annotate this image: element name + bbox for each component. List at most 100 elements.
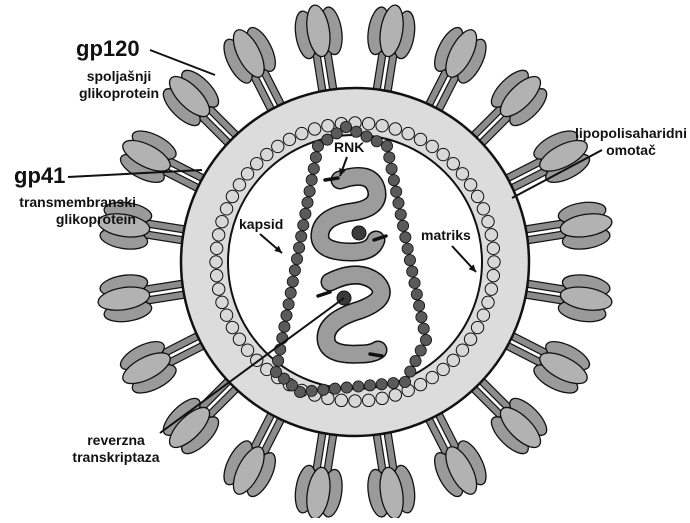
matrix-bead-icon [209,241,224,256]
rna-strand-icon [317,267,390,363]
matrix-bead-icon [413,132,428,147]
capsid-bead-icon [370,135,383,148]
capsid-bead-icon [387,174,400,187]
label-matriks: matriks [421,227,471,243]
matrix-bead-icon [240,167,255,181]
capsid-bead-icon [321,133,334,146]
capsid-bead-icon [317,383,330,396]
capsid-bead-icon [409,354,422,367]
capsid-bead-icon [290,252,303,265]
reverse-transcriptase-icon [351,225,367,241]
label-gp41: gp41 [14,163,66,188]
matrix-bead-icon [211,282,226,296]
matrix-bead-icon [250,157,264,171]
matrix-bead-icon [463,332,478,346]
arrow-rnk-head [339,168,346,176]
capsid-bead-icon [293,385,306,398]
matrix-bead-icon [470,189,485,204]
capsid-bead-icon [419,333,432,346]
matrix-bead-icon [463,178,478,192]
capsid-bead-icon [293,241,306,254]
capsid-bead-icon [280,309,293,322]
capsid-bead-icon [272,354,285,367]
capsid-bead-icon [311,139,324,152]
rna-end-tick [323,176,340,182]
capsid-bead-icon [415,311,428,324]
matrix-bead-icon [481,214,495,229]
glycoprotein-spike-icon [498,328,591,394]
capsid-bead-icon [288,264,301,277]
capsid-bead-icon [390,185,403,198]
capsid-bead-icon [403,254,416,267]
matrix-bead-icon [388,388,403,402]
matrix-bead-icon [486,241,501,256]
capsid-bead-icon [410,288,423,301]
matrix-bead-icon [484,228,499,242]
matrix-bead-icon [282,132,297,147]
label-gp41-desc-line2: glikoprotein [55,211,136,227]
matrix-bead-icon [209,268,224,283]
label-rt-line2: transkriptaza [72,449,160,465]
capsid-bead-icon [394,208,407,221]
matrix-bead-icon [361,116,376,131]
matrix-bead-icon [225,320,240,335]
rna-strands [310,166,391,364]
label-gp120-desc-line1: spoljašnji [86,68,152,84]
glycoprotein-spike-icon [162,69,245,152]
capsid-bead-icon [285,379,298,392]
matrix-bead-icon [476,202,491,216]
capsid-bead-icon [307,162,320,175]
capsid-bead-icon [380,139,393,152]
matrix-bead-icon [375,391,389,406]
capsid-bead-icon [414,344,427,357]
matrix-bead-icon [470,320,485,335]
glycoprotein-spike-icon [465,69,548,152]
capsid-bead-icon [299,207,312,220]
glycoprotein-spike-icon [97,274,194,323]
label-lipo: lipopolisaharidni omotač [566,125,690,159]
matrix-bead-icon [211,228,226,242]
matrix-bead-icon [486,268,501,283]
matrix-bead-icon [476,308,491,322]
matrix-bead-icon [487,255,501,269]
matrix-bead-icon [446,353,460,367]
label-reverse-transcriptase: reverzna transkriptaza [56,432,176,466]
capsid-bead-icon [350,125,363,138]
capsid-bead-icon [399,231,412,244]
matrix-bead-icon [455,167,470,181]
capsid-bead-icon [328,382,341,395]
matrix-bead-icon [361,393,376,408]
leader-lipopolysaccharide [511,149,603,199]
capsid-bead-icon [301,196,314,209]
label-gp120-desc: spoljašnji glikoprotein [64,68,174,102]
glycoprotein-spike-icon [223,26,289,119]
matrix-bead-icon [413,377,428,392]
capsid-bead-icon [339,121,352,134]
label-kapsid: kapsid [239,216,284,232]
label-lipo-line2: omotač [606,142,656,158]
matrix-bead-icon [219,202,234,216]
capsid-bead-icon [363,379,376,392]
matrix-bead-icon [481,295,495,310]
leader-lines [67,49,603,434]
capsid-bead-icon [286,275,299,288]
capsid-bead-icon [305,384,318,397]
capsid-shell [269,121,432,398]
matrix-bead-icon [436,362,450,377]
leader-gp120 [149,49,216,76]
matrix-bead-icon [232,332,247,346]
matrix-bead-icon [219,308,234,322]
glycoprotein-spike-icon [516,201,613,250]
matrix-bead-icon [446,157,460,171]
matrix-bead-icon [388,122,403,136]
rna-end-tick [372,234,388,242]
glycoprotein-spike-icon [119,130,212,196]
capsid-bead-icon [303,185,316,198]
capsid-bead-icon [360,130,373,143]
matrix-bead-icon [348,394,362,408]
glycoprotein-spike-icon [97,201,194,250]
capsid-bead-icon [276,332,289,345]
capsid-bead-icon [352,380,365,393]
rna-strand-icon [311,168,385,261]
rna-end-tick [316,290,332,298]
